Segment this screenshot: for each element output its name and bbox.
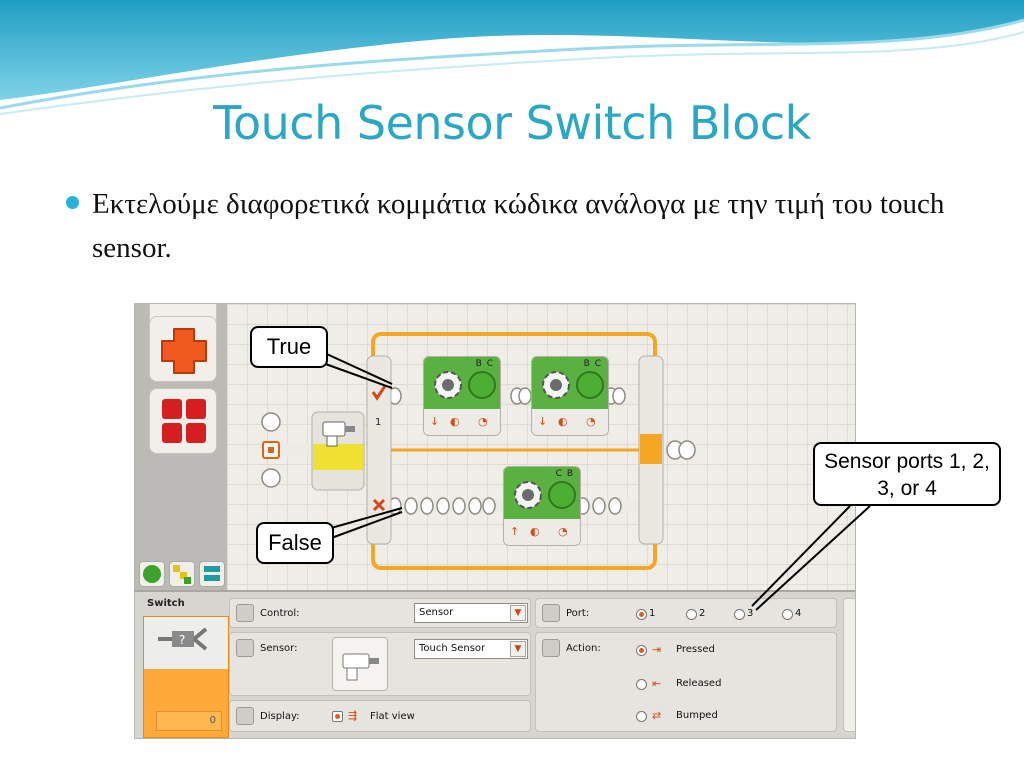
motor-indicator (576, 371, 604, 399)
port-4-radio[interactable] (782, 609, 793, 620)
slide-title: Touch Sensor Switch Block (213, 96, 811, 150)
motor-ports-label: C B (555, 469, 574, 479)
released-radio[interactable] (636, 679, 647, 690)
tab-complete-palette[interactable] (169, 561, 195, 587)
port-2-label: 2 (699, 608, 706, 619)
display-label: Display: (260, 711, 300, 722)
svg-text:1: 1 (375, 417, 381, 428)
palette-tile-common[interactable] (149, 316, 217, 382)
direction-icon: ↓ (538, 415, 548, 428)
palette-tabs (135, 559, 227, 589)
side-pane (843, 598, 855, 732)
green-circle-icon (143, 565, 161, 583)
direction-icon: ↓ (430, 415, 440, 428)
chevron-down-icon[interactable]: ▼ (510, 605, 526, 621)
grid-block-icon (162, 399, 206, 443)
bumped-icon: ⇄ (652, 709, 662, 722)
released-icon: ⇤ (652, 677, 662, 690)
port-icon (542, 604, 560, 622)
gear-icon (434, 371, 462, 399)
bumped-radio[interactable] (636, 711, 647, 722)
motor-indicator (468, 371, 496, 399)
header-wave (0, 0, 1024, 115)
direction-icon: ↑ (510, 525, 520, 538)
port-row: Port: 1 2 3 4 (535, 598, 837, 628)
motor-block-true-2[interactable]: B C ↓ ◐ ◔ (531, 356, 609, 436)
bullet-dot (66, 196, 79, 209)
duration-icon: ◔ (558, 525, 568, 538)
chevron-down-icon[interactable]: ▼ (510, 641, 526, 657)
pressed-icon: ⇥ (652, 643, 662, 656)
flat-view-icon: ⇶ (348, 709, 358, 722)
check-icon (371, 385, 387, 401)
sensor-type-icon (236, 639, 254, 657)
eye-icon (236, 604, 254, 622)
bumped-label: Bumped (676, 710, 718, 721)
tab-custom-palette[interactable] (199, 561, 225, 587)
program-canvas[interactable]: 1 B C (227, 304, 855, 590)
power-icon: ◐ (558, 415, 568, 428)
touch-sensor-preview (332, 637, 388, 691)
block-palette (135, 304, 227, 590)
control-label: Control: (260, 608, 300, 619)
config-panel: Switch ? 0 Control: Sensor ▼ Sensor: (135, 590, 855, 738)
bullet-text: Εκτελούμε διαφορετικά κομμάτια κώδικα αν… (92, 188, 945, 264)
flat-view-label: Flat view (370, 711, 415, 722)
switch-block-icon: ? 0 (143, 616, 229, 738)
callout-sensor-ports: Sensor ports 1, 2, 3, or 4 (813, 442, 1001, 506)
pressed-label: Pressed (676, 644, 715, 655)
cross-icon (372, 498, 386, 512)
port-1-label: 1 (649, 608, 656, 619)
motor-block-false[interactable]: C B ↑ ◐ ◔ (503, 466, 581, 546)
display-icon (236, 707, 254, 725)
pressed-radio[interactable] (636, 645, 647, 656)
sensor-row: Sensor: Touch Sensor ▼ (229, 632, 531, 696)
motor-indicator (548, 481, 576, 509)
flat-view-checkbox[interactable] (332, 711, 343, 722)
nxt-screenshot: 1 B C (134, 303, 856, 739)
control-row: Control: Sensor ▼ (229, 598, 531, 628)
svg-text:?: ? (179, 633, 185, 647)
plus-block-icon (161, 328, 207, 374)
blocks-icon (173, 565, 191, 584)
sequence-beams: 1 (261, 332, 697, 570)
port-label: Port: (566, 608, 590, 619)
action-row: Action: ⇥ Pressed ⇤ Released ⇄ Bumped (535, 632, 837, 732)
callout-false: False (256, 522, 334, 564)
touch-sensor-icon (322, 421, 355, 447)
touch-sensor-icon (342, 653, 379, 681)
port-3-label: 3 (747, 608, 754, 619)
motor-ports-label: B C (583, 359, 602, 369)
sensor-label: Sensor: (260, 643, 298, 654)
duration-icon: ◔ (586, 415, 596, 428)
port-1-radio[interactable] (636, 609, 647, 620)
palette-tile-complete[interactable] (149, 388, 217, 454)
display-row: Display: ⇶ Flat view (229, 700, 531, 732)
sensor-select[interactable]: Touch Sensor ▼ (414, 639, 528, 659)
callout-true: True (250, 326, 328, 368)
switch-icon: ? (158, 627, 208, 651)
port-3-radio[interactable] (734, 609, 745, 620)
port-4-label: 4 (795, 608, 802, 619)
tab-common-palette[interactable] (139, 561, 165, 587)
gear-icon (542, 371, 570, 399)
released-label: Released (676, 678, 722, 689)
port-2-radio[interactable] (686, 609, 697, 620)
duration-icon: ◔ (478, 415, 488, 428)
power-icon: ◐ (450, 415, 460, 428)
config-title: Switch (147, 598, 185, 609)
power-icon: ◐ (530, 525, 540, 538)
switch-counter: 0 (156, 711, 222, 731)
action-icon (542, 639, 560, 657)
control-select[interactable]: Sensor ▼ (414, 603, 528, 623)
gear-icon (514, 481, 542, 509)
action-label: Action: (566, 643, 601, 654)
motor-block-true-1[interactable]: B C ↓ ◐ ◔ (423, 356, 501, 436)
stack-icon (204, 566, 220, 581)
motor-ports-label: B C (475, 359, 494, 369)
